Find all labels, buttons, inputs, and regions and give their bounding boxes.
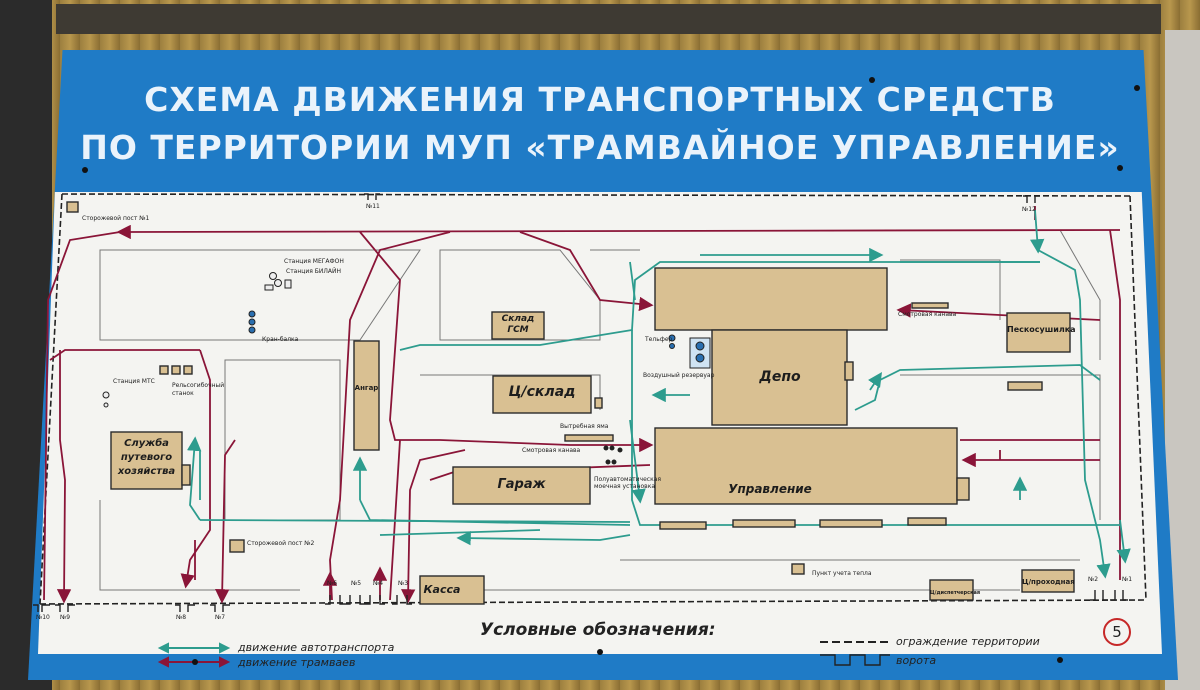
car-wash-label: Полуавтоматическая моечная установка: [594, 476, 661, 490]
gate-6-label: №6: [327, 580, 338, 587]
sand-dryer-label: Пескосушилка: [1007, 325, 1076, 334]
gate-10-label: №10: [36, 614, 50, 621]
depot-annex: [711, 329, 848, 426]
inspection-pit-left-label: Смотровая канава: [522, 447, 581, 454]
depot-building: [654, 267, 888, 331]
buildings: [66, 201, 1075, 605]
guard-post-1-building: [66, 201, 79, 213]
gate-7-label: №7: [215, 614, 226, 621]
gate-1-label: №1: [1122, 576, 1133, 583]
station-mts-label: Станция МТС: [113, 378, 155, 385]
legend-gates: ворота: [896, 654, 937, 667]
gate-2-label: №2: [1088, 576, 1099, 583]
dispatch-building: [929, 579, 974, 601]
cashier-label: Касса: [423, 583, 461, 596]
gate-3-label: №3: [398, 580, 409, 587]
garage-label: Гараж: [497, 477, 546, 492]
exhaust-pit-label: Вытребная яма: [560, 423, 609, 430]
fuel-store-label-1: Склад: [501, 314, 535, 324]
fuel-store-label-2: ГСМ: [507, 325, 529, 335]
warehouse-building: [492, 375, 592, 414]
depot-label: Депо: [759, 369, 801, 385]
air-tank-label: Воздушный резервуар: [643, 372, 715, 379]
dispatch-label: Ц/диспетчерская: [930, 590, 981, 596]
bolts: [82, 77, 1140, 665]
telpher-label: Тельфер: [645, 336, 673, 343]
equipment-icons: [102, 272, 711, 465]
warehouse-label: Ц/склад: [508, 384, 576, 400]
guard-post-2-building: [229, 539, 245, 553]
gate-symbols: [33, 193, 1128, 612]
cashier-building: [419, 575, 485, 605]
heat-meter-label: Пункт учета тепла: [812, 570, 872, 577]
gate-4-label: №4: [373, 580, 384, 587]
inspection-pit-right-label: Смотровая канава: [898, 311, 957, 318]
crane-label: Кран-балка: [262, 336, 299, 343]
tram-routes: [43, 206, 1121, 604]
sign-number-badge: 5: [1103, 618, 1131, 646]
hangar-label: Ангар: [354, 384, 379, 392]
station-megafon-label: Станция МЕГАФОН: [284, 258, 344, 265]
sand-dryer-building: [1006, 312, 1071, 353]
gate-9-label: №9: [60, 614, 71, 621]
fuel-store-building: [491, 311, 545, 340]
track-service-building: [110, 431, 183, 490]
track-service-label-2: путевого: [120, 452, 173, 463]
gate-5-label: №5: [351, 580, 362, 587]
legend-title: Условные обозначения:: [480, 620, 716, 640]
checkpoint-label: Ц/проходная: [1022, 578, 1075, 586]
gate-12-label: №12: [1022, 206, 1036, 213]
small-box-right: [1007, 381, 1043, 391]
legend-trams: движение трамваев: [238, 656, 356, 669]
sign-title-line2: ПО ТЕРРИТОРИИ МУП «ТРАМВАЙНОЕ УПРАВЛЕНИЕ…: [80, 128, 1120, 167]
territory-fence: [39, 193, 1147, 605]
gate-8-label: №8: [176, 614, 187, 621]
rail-bending-label: Рельсогибочный станок: [172, 382, 225, 397]
guard-post-2-label: Сторожевой пост №2: [247, 540, 315, 547]
legend-fence: ограждение территории: [896, 635, 1040, 648]
track-service-annex: [181, 464, 191, 486]
track-service-label-3: хозяйства: [117, 466, 176, 477]
legend-vehicles: движение автотранспорта: [238, 641, 395, 654]
guard-post-1-label: Сторожевой пост №1: [82, 215, 150, 222]
sign-title-line1: СХЕМА ДВИЖЕНИЯ ТРАНСПОРТНЫХ СРЕДСТВ: [144, 80, 1056, 119]
checkpoint-building: [1021, 569, 1075, 593]
management-building: [654, 427, 958, 505]
management-label: Управление: [728, 482, 812, 496]
track-service-label-1: Служба: [124, 438, 169, 449]
station-beeline-label: Станция БИЛАЙН: [286, 268, 342, 275]
gate-11-label: №11: [366, 203, 380, 210]
hangar-building: [353, 340, 380, 451]
garage-building: [452, 466, 591, 505]
legend-symbols: [157, 641, 890, 668]
heat-meter-building: [791, 563, 805, 575]
wall-top-beam: [56, 4, 1161, 34]
